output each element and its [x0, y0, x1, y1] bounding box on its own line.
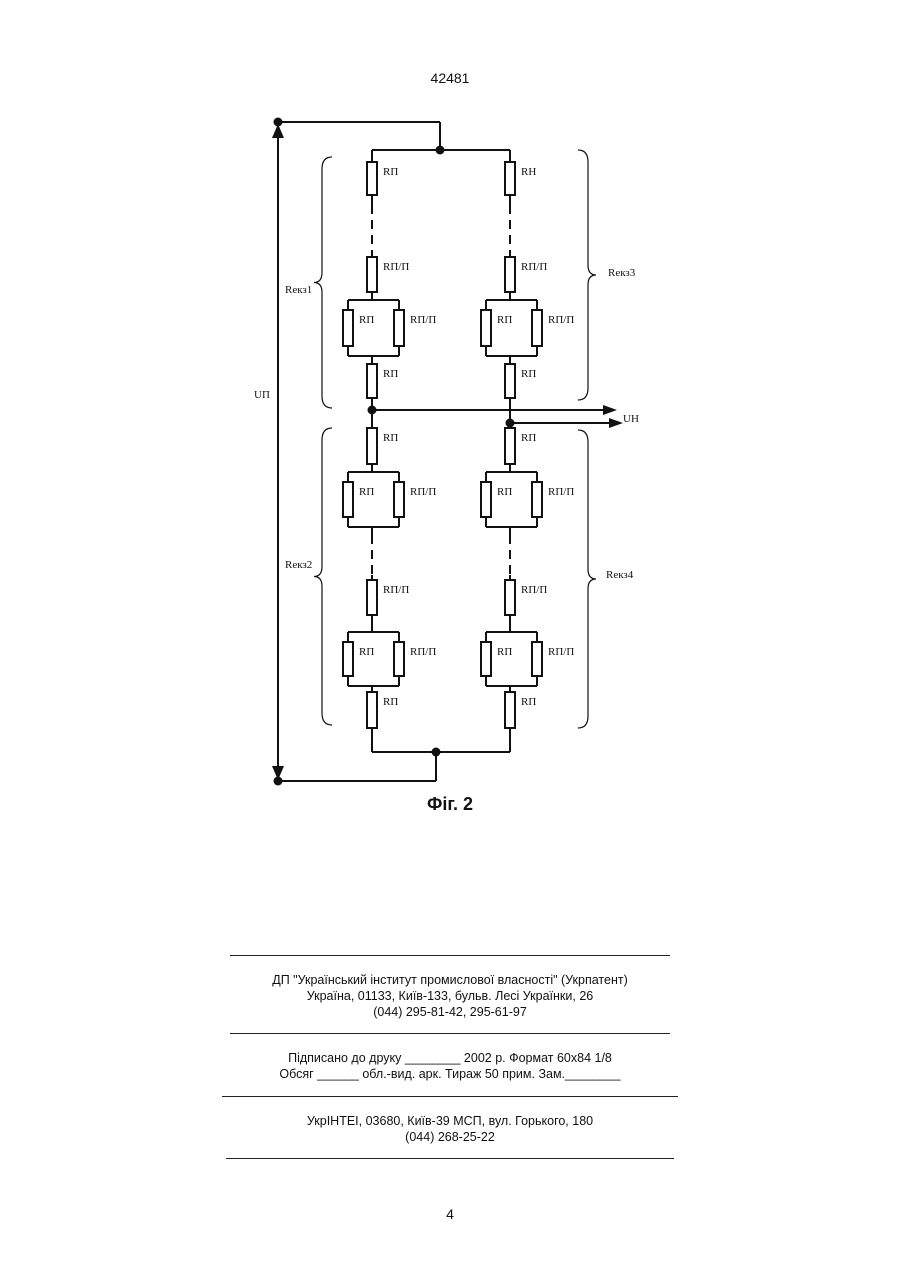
resistor-label: RП: [359, 486, 374, 498]
resistor-label: RП/П: [383, 584, 409, 596]
imprint-line: (044) 295-81-42, 295-61-97: [0, 1004, 900, 1020]
divider-3: [222, 1096, 678, 1097]
resistor: [481, 482, 491, 517]
output-voltage-label: UН: [623, 413, 639, 425]
resistor-label: RП: [521, 432, 536, 444]
arm-label-upper-left: Rекз1: [285, 284, 312, 296]
curly-brace: [314, 157, 332, 408]
resistor-label: RП/П: [383, 261, 409, 273]
resistor-label: RП: [497, 646, 512, 658]
resistor-label: RП: [383, 432, 398, 444]
resistor: [532, 482, 542, 517]
bridge-circuit-diagram: RП RП/П RП RП/П RП RП RП RП/П RП/П RП RП/П RП RН RП/П…: [0, 0, 900, 840]
resistor-label: RП: [521, 696, 536, 708]
curly-brace: [578, 430, 596, 728]
curly-brace: [314, 428, 332, 725]
supply-voltage-label: UП: [254, 389, 270, 401]
resistor-label: RП/П: [548, 314, 574, 326]
imprint-line: УкрІНТЕІ, 03680, Київ-39 МСП, вул. Горьк…: [0, 1113, 900, 1129]
resistor: [505, 580, 515, 615]
imprint-line: Обсяг ______ обл.-вид. арк. Тираж 50 при…: [0, 1066, 900, 1082]
curly-brace: [578, 150, 596, 400]
resistor-label: RП/П: [410, 314, 436, 326]
arm-braces: [314, 150, 596, 728]
resistor-label: RП: [383, 166, 398, 178]
imprint-ukrintei-block: УкрІНТЕІ, 03680, Київ-39 МСП, вул. Горьк…: [0, 1113, 900, 1145]
imprint-line: Підписано до друку ________ 2002 р. Форм…: [0, 1050, 900, 1066]
resistor: [505, 162, 515, 195]
resistor: [367, 428, 377, 464]
resistor: [481, 642, 491, 676]
resistor: [481, 310, 491, 346]
junction-dot: [436, 146, 445, 155]
divider-4: [226, 1158, 674, 1159]
resistor-label: RП/П: [521, 261, 547, 273]
imprint-print-block: Підписано до друку ________ 2002 р. Форм…: [0, 1050, 900, 1082]
resistor: [394, 310, 404, 346]
resistor: [532, 310, 542, 346]
resistor: [367, 257, 377, 292]
junction-dot: [274, 777, 283, 786]
resistor-label: RП: [359, 314, 374, 326]
output-arrow-head: [609, 418, 623, 428]
output-arrow-head: [603, 405, 617, 415]
arm-label-upper-right: Rекз3: [608, 267, 636, 279]
divider-2: [230, 1033, 670, 1034]
resistor-label: RП/П: [410, 646, 436, 658]
resistor-label: RП/П: [548, 486, 574, 498]
resistor-label: RП: [497, 314, 512, 326]
resistor-label: RП: [521, 368, 536, 380]
resistor: [505, 428, 515, 464]
page-number-bottom: 4: [0, 1206, 900, 1222]
arm-label-lower-left: Rекз2: [285, 559, 312, 571]
resistor-label: RП: [383, 368, 398, 380]
junction-dot: [368, 406, 377, 415]
resistor: [505, 692, 515, 728]
resistor: [367, 580, 377, 615]
junction-dot: [506, 419, 515, 428]
arm-label-lower-right: Rекз4: [606, 569, 634, 581]
imprint-line: (044) 268-25-22: [0, 1129, 900, 1145]
resistor-label: RП/П: [548, 646, 574, 658]
resistor: [367, 162, 377, 195]
resistor: [343, 642, 353, 676]
resistor-label: RП: [359, 646, 374, 658]
divider-1: [230, 955, 670, 956]
resistor: [343, 310, 353, 346]
figure-caption: Фіг. 2: [427, 794, 473, 814]
resistor-label: RП: [497, 486, 512, 498]
circuit-wires: [278, 122, 612, 781]
resistor: [394, 482, 404, 517]
resistors: RП RП/П RП RП/П RП RП RП RП/П RП/П RП RП/П RП RН RП/П…: [343, 162, 574, 728]
imprint-line: Україна, 01133, Київ-133, бульв. Лесі Ук…: [0, 988, 900, 1004]
resistor: [532, 642, 542, 676]
imprint-publisher-block: ДП "Український інститут промислової вла…: [0, 972, 900, 1020]
resistor: [505, 364, 515, 398]
resistor-label: RП/П: [410, 486, 436, 498]
resistor: [343, 482, 353, 517]
imprint-line: ДП "Український інститут промислової вла…: [0, 972, 900, 988]
resistor: [367, 364, 377, 398]
resistor-label: RП: [383, 696, 398, 708]
resistor: [505, 257, 515, 292]
resistor: [394, 642, 404, 676]
junction-dot: [274, 118, 283, 127]
resistor-label: RП/П: [521, 584, 547, 596]
resistor: [367, 692, 377, 728]
resistor-label: RН: [521, 166, 536, 178]
junction-dot: [432, 748, 441, 757]
